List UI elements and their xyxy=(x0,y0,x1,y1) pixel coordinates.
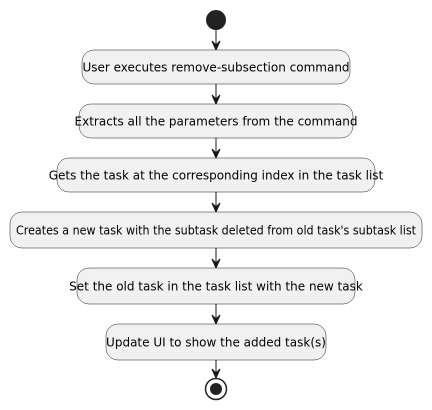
start-node xyxy=(206,10,226,30)
arrowhead-2-3 xyxy=(211,148,221,160)
arrowhead-start-1 xyxy=(211,40,221,52)
step-2-label: Extracts all the parameters from the com… xyxy=(75,115,358,129)
arrowhead-1-2 xyxy=(211,94,221,106)
arrowhead-6-end xyxy=(211,368,221,380)
step-3-label: Gets the task at the corresponding index… xyxy=(49,169,384,183)
activity-step-5: Set the old task in the task list with t… xyxy=(69,267,363,305)
step-6-label: Update UI to show the added task(s) xyxy=(106,336,326,350)
activity-step-6: Update UI to show the added task(s) xyxy=(105,323,327,361)
activity-step-1: User executes remove-subsection command xyxy=(81,49,351,85)
arrowhead-3-4 xyxy=(211,202,221,214)
activity-step-3: Gets the task at the corresponding index… xyxy=(49,157,384,193)
end-node xyxy=(204,377,228,401)
arrowhead-5-6 xyxy=(211,314,221,326)
step-1-label: User executes remove-subsection command xyxy=(82,61,349,75)
activity-step-2: Extracts all the parameters from the com… xyxy=(75,103,358,139)
step-4-label: Creates a new task with the subtask dele… xyxy=(16,224,416,238)
step-5-label: Set the old task in the task list with t… xyxy=(69,280,363,294)
arrowhead-4-5 xyxy=(211,258,221,270)
activity-step-4: Creates a new task with the subtask dele… xyxy=(9,211,423,249)
